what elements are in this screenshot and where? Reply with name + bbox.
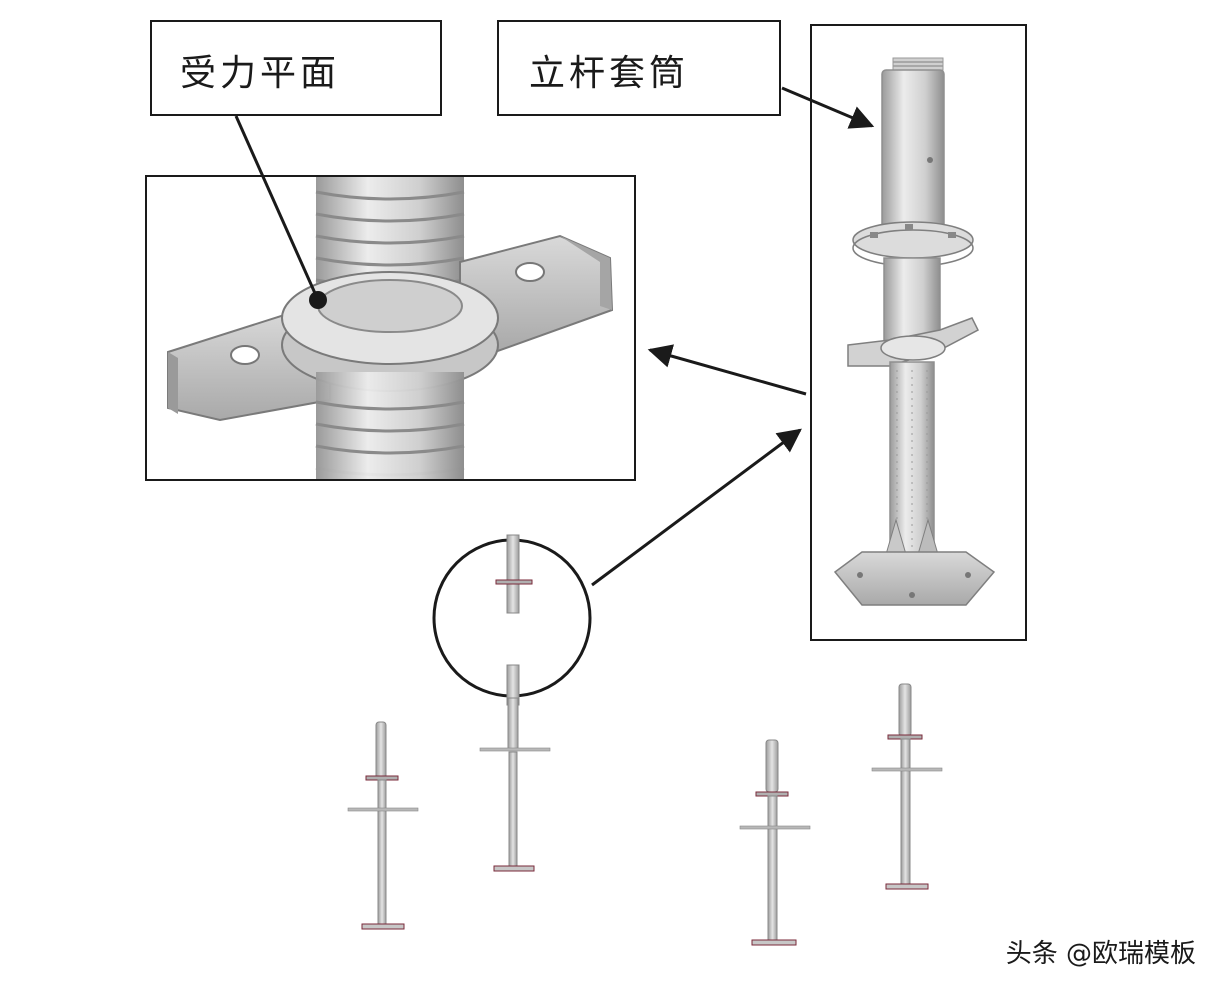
support-prop-1 <box>347 721 419 930</box>
support-prop-4 <box>871 683 943 890</box>
bearing-surface-label: 受力平面 <box>180 53 341 94</box>
pole-sleeve-label-box: 立杆套筒 <box>497 20 781 116</box>
support-prop-3 <box>739 739 811 946</box>
detail-arrow <box>647 344 807 396</box>
bearing-surface-label-box: 受力平面 <box>150 20 442 116</box>
bearing-surface-detail-panel <box>145 175 636 481</box>
watermark-text: 头条 @欧瑞模板 <box>1005 939 1196 969</box>
pole-sleeve-label: 立杆套筒 <box>529 53 690 94</box>
pole-sleeve-arrow <box>781 86 875 129</box>
magnified-joint <box>495 534 533 706</box>
magnify-arrow <box>591 428 802 587</box>
support-prop-2 <box>479 697 551 872</box>
bearing-surface-leader <box>234 115 320 301</box>
pole-sleeve-detail-panel <box>810 24 1027 641</box>
